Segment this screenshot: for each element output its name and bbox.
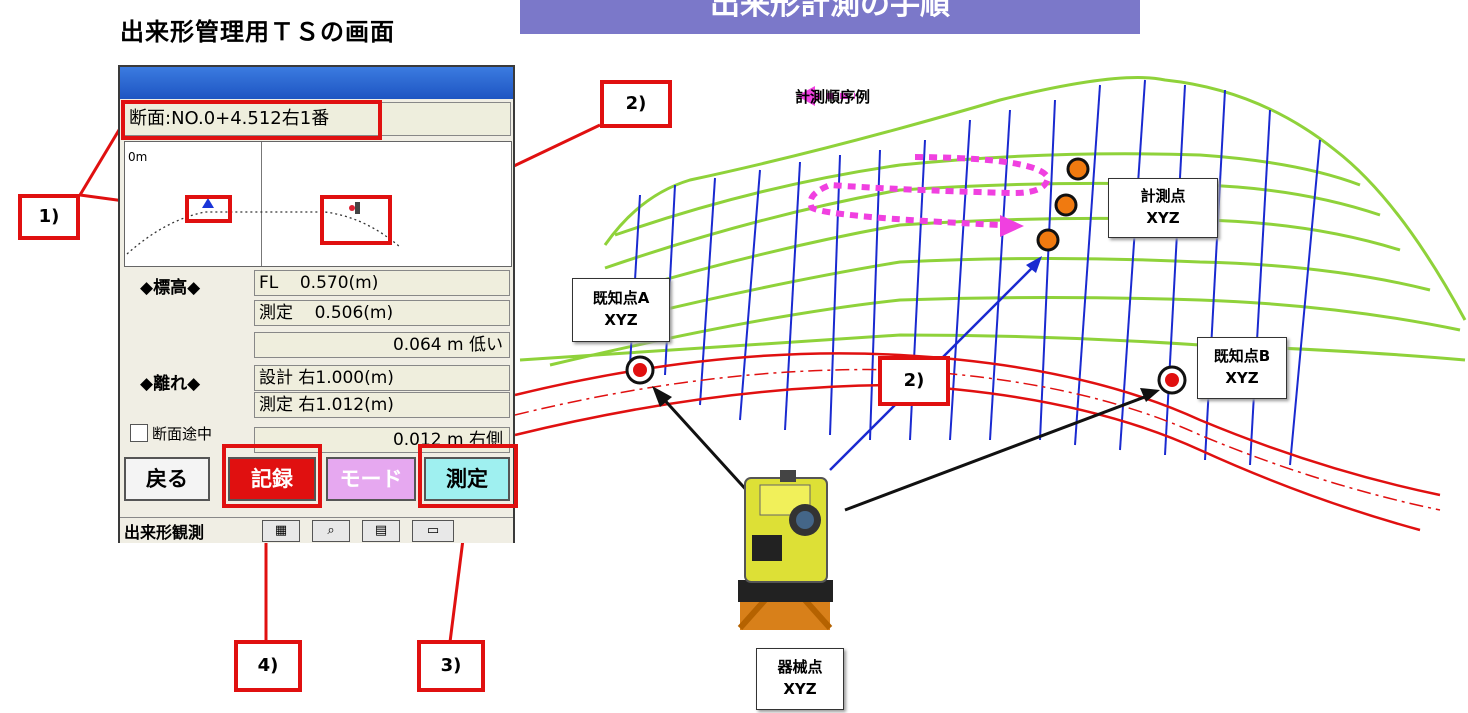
total-station xyxy=(737,470,833,630)
grid-blue-lines xyxy=(629,79,1321,466)
sequence-arrow-head xyxy=(1000,215,1024,237)
instrument-arrows xyxy=(658,393,1151,512)
title-banner: 出来形計測の手順 xyxy=(520,0,1140,34)
device-status-bar: 出来形観測 ▦ ⌕ ▤ ▭ xyxy=(120,517,513,543)
mode-button[interactable]: モード xyxy=(326,457,416,501)
offset-label: ◆離れ◆ xyxy=(140,374,201,394)
status-label: 出来形観測 xyxy=(124,523,205,542)
back-button[interactable]: 戻る xyxy=(124,457,210,501)
cross-section-plot xyxy=(126,198,401,255)
highlight-measure-button xyxy=(418,444,518,508)
known-point-b xyxy=(1157,365,1187,395)
design-point-marker xyxy=(202,198,214,208)
design-offset: 設計 右1.000(m) xyxy=(254,365,510,391)
road-edge-lines xyxy=(514,352,1441,532)
highlight-prism xyxy=(320,195,392,245)
grid-green-lines xyxy=(519,76,1467,367)
record-button[interactable]: 記録 xyxy=(228,457,316,501)
callout-3: 3) xyxy=(417,640,485,692)
prism-marker-icon xyxy=(349,202,360,214)
section-midway-checkbox[interactable] xyxy=(130,424,148,442)
highlight-record-button xyxy=(222,444,322,508)
legend-label: 計測順序例 xyxy=(795,88,871,106)
keyboard-icon[interactable]: ▤ xyxy=(362,520,400,542)
measure-button[interactable]: 測定 xyxy=(424,457,510,501)
highlight-section-label xyxy=(121,100,382,140)
measured-elevation: 測定 0.506(m) xyxy=(254,300,510,326)
title-text: 出来形計測の手順 xyxy=(710,0,950,22)
callout-2b: 2) xyxy=(878,356,950,406)
elevation-label: ◆標高◆ xyxy=(140,278,201,298)
zoom-icon[interactable]: ⌕ xyxy=(312,520,350,542)
highlight-design-point xyxy=(185,195,232,223)
calculator-icon[interactable]: ▦ xyxy=(262,520,300,542)
elevation-difference: 0.064 m 低い xyxy=(254,332,510,358)
device-titlebar xyxy=(120,67,513,99)
section-label: 断面:NO.0+4.512右1番 xyxy=(122,102,511,136)
ts-device-screen: 断面:NO.0+4.512右1番 0m ◆標高◆ FL 0.570(m) 測定 … xyxy=(118,65,515,543)
view-zero-label: 0m xyxy=(128,150,148,164)
fl-value: FL 0.570(m) xyxy=(254,270,510,296)
section-midway-label: 断面途中 xyxy=(152,425,213,443)
measured-offset: 測定 右1.012(m) xyxy=(254,392,510,418)
battery-icon[interactable]: ▭ xyxy=(412,520,454,542)
subtitle: 出来形管理用ＴＳの画面 xyxy=(120,18,395,46)
known-point-a xyxy=(625,355,655,385)
callout-2a: 2) xyxy=(600,80,672,128)
measurement-points xyxy=(1036,157,1090,252)
callout-1: 1) xyxy=(18,194,80,240)
sequence-path xyxy=(807,154,1052,228)
cross-section-view: 0m xyxy=(124,141,512,267)
callout-4: 4) xyxy=(234,640,302,692)
